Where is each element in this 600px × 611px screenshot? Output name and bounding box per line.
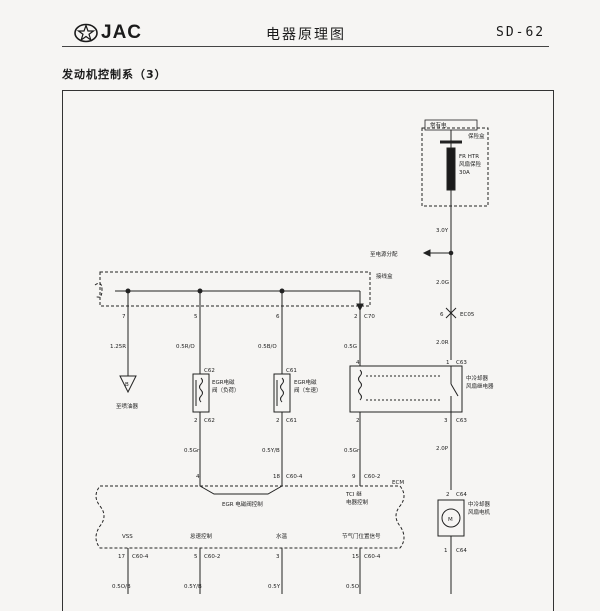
fan-pin-bottom: 1 — [444, 548, 448, 554]
fan-conn-bottom: C64 — [456, 548, 467, 554]
wire-2-0r: 2.0R — [436, 340, 449, 346]
fan-motor-symbol — [441, 508, 461, 528]
egr-left-wire-bottom: 0.5Gr — [184, 448, 200, 454]
egr-right-conn-bottom: C61 — [286, 418, 297, 424]
arrow-power-distribution — [422, 249, 431, 257]
egr-right-wire-top: 0.5B/O — [258, 344, 277, 350]
relay-pin-bottom-left: 2 — [356, 418, 360, 424]
ecm-bottom-pin-2: 5 — [194, 554, 198, 560]
egr-left-label-2: 阀（负荷） — [212, 386, 240, 394]
ecm-bottom-pin-1: 17 — [118, 554, 125, 560]
ecm-signal-throttle: 节气门位置信号 — [342, 532, 381, 540]
page-number: SD-62 — [496, 25, 546, 40]
egr-left-solenoid — [192, 373, 210, 413]
egr-right-conn-top: C61 — [286, 368, 297, 374]
ground-symbol — [119, 375, 137, 394]
relay-conn-top: C63 — [456, 360, 467, 366]
relay-pin-top-right: 1 — [446, 360, 450, 366]
harness-outline — [99, 271, 371, 307]
fuse-name: FR HTR — [459, 154, 479, 160]
jac-star-icon — [74, 23, 98, 43]
tc-pin-top: 2 — [354, 314, 358, 320]
wire-after-branch: 2.0G — [436, 280, 449, 286]
ec05-pin: 6 — [440, 312, 444, 318]
egr-right-ecm-pin: 18 — [273, 474, 280, 480]
fan-wire-in: 2.0P — [436, 446, 449, 452]
fan-pin-top: 2 — [446, 492, 450, 498]
relay-conn-bottom: C63 — [456, 418, 467, 424]
diagram-frame — [62, 90, 554, 611]
tc-wire: 0.5G — [344, 344, 357, 350]
tc-conn-top: C70 — [364, 314, 375, 320]
fuse-desc: 风扇保险 — [459, 160, 482, 168]
fuse-body — [446, 147, 456, 191]
left-dest: 至喷油器 — [116, 402, 139, 410]
tc-wire-bottom: 0.5Gr — [344, 448, 360, 454]
egr-left-label-1: EGR电磁 — [212, 378, 235, 386]
brand-name: JAC — [101, 22, 143, 43]
page-header: JAC 电器原理图 SD-62 — [0, 0, 600, 56]
fan-symbol: M — [448, 517, 453, 523]
ecm-bottom-wire-2: 0.5Y/B — [184, 584, 202, 590]
power-box-label: 常有电 — [430, 121, 447, 129]
ecm-egr-control: EGR 电磁阀控制 — [222, 500, 263, 508]
egr-right-label-1: EGR电磁 — [294, 378, 317, 386]
fuse-box-outline — [421, 127, 489, 207]
ecm-bottom-conn-4: C60-4 — [364, 554, 381, 560]
ecm-bottom-pin-3: 3 — [276, 554, 280, 560]
header-rule — [62, 46, 549, 47]
ecm-signal-idle: 怠速控制 — [190, 532, 213, 540]
brand-logo: JAC — [74, 22, 142, 44]
fan-conn-top: C64 — [456, 492, 467, 498]
ecm-tci-1: TCI 继 — [345, 490, 362, 498]
section-title: 发动机控制系（3） — [62, 68, 167, 81]
document-title: 电器原理图 — [266, 27, 346, 43]
egr-left-pin-top: 5 — [194, 314, 198, 320]
ecm-bottom-pin-4: 15 — [352, 554, 359, 560]
ecm-signal-coolant: 水温 — [276, 532, 288, 540]
left-pin: 7 — [122, 314, 126, 320]
ecm-bottom-wire-3: 0.5Y — [268, 584, 281, 590]
relay-name-2: 风扇继电器 — [466, 382, 494, 390]
egr-right-label-2: 阀（车速） — [294, 386, 322, 394]
fuse-box-label: 保险盒 — [468, 132, 485, 140]
tc-ecm-conn: C60-2 — [364, 474, 380, 480]
egr-right-pin-top: 6 — [276, 314, 280, 320]
ecm-bottom-conn-1: C60-4 — [132, 554, 149, 560]
egr-left-wire-top: 0.5R/O — [176, 344, 195, 350]
egr-left-ecm-pin: 4 — [196, 474, 200, 480]
ecm-bottom-conn-2: C60-2 — [204, 554, 220, 560]
wire-top-right: 3.0Y — [436, 228, 449, 234]
ground-label: B — [125, 382, 129, 388]
harness-label: 接线盒 — [376, 272, 393, 280]
ecm-tci-2: 电器控制 — [346, 498, 369, 506]
fan-relay — [349, 365, 463, 413]
ecm-bottom-wire-1: 0.5O/B — [112, 584, 131, 590]
left-wire: 1.25R — [110, 344, 126, 350]
power-distribution-label: 至电源分配 — [370, 250, 398, 258]
ec05-connector: EC05 — [460, 312, 475, 318]
fan-label-1: 中冷却器 — [468, 500, 491, 508]
egr-right-pin-bottom: 2 — [276, 418, 280, 424]
wiring-schematic: 常有电 保险盒 FR HTR 风扇保险 30A 3.0Y 至电源分配 2.0G … — [94, 119, 494, 594]
relay-pin-bottom-right: 3 — [444, 418, 448, 424]
relay-name-1: 中冷却器 — [466, 374, 489, 382]
tc-ecm-pin: 9 — [352, 474, 356, 480]
relay-pin-top-left: 4 — [356, 360, 360, 366]
egr-right-solenoid — [273, 373, 291, 413]
egr-right-wire-bottom: 0.5Y/B — [262, 448, 280, 454]
fan-label-2: 风扇电机 — [468, 508, 491, 516]
egr-left-conn-bottom: C62 — [204, 418, 215, 424]
egr-right-ecm-conn: C60-4 — [286, 474, 303, 480]
ecm-bottom-wire-4: 0.5O — [346, 584, 360, 590]
ecm-outline — [95, 485, 405, 549]
ecm-label: ECM — [392, 480, 404, 486]
egr-left-conn-top: C62 — [204, 368, 215, 374]
ecm-signal-vss: VSS — [122, 534, 133, 540]
fuse-rating: 30A — [459, 170, 470, 176]
egr-left-pin-bottom: 2 — [194, 418, 198, 424]
